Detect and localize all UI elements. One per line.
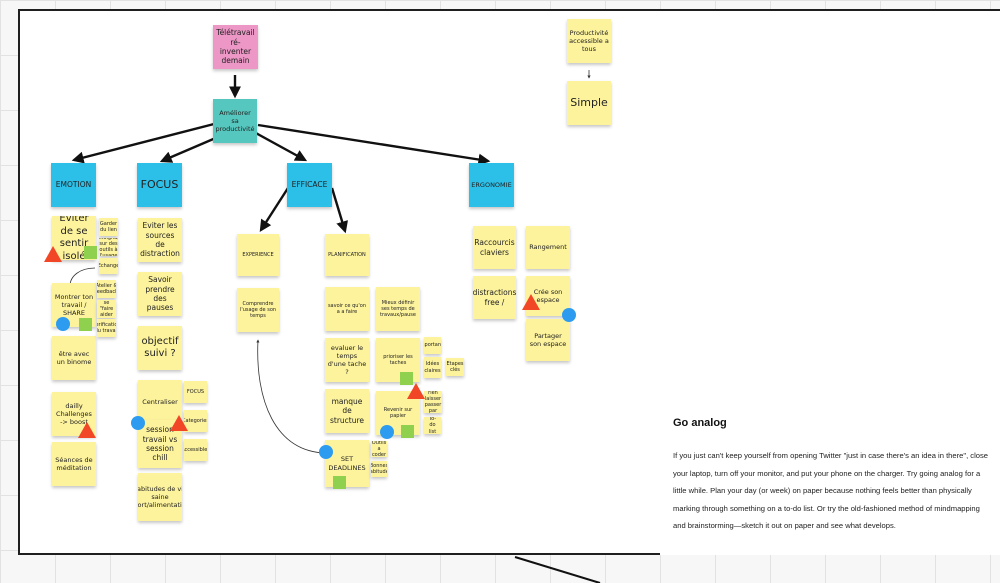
go-analog-panel: Go analog If you just can't keep yoursel…	[660, 405, 1000, 555]
planification-small-7[interactable]: Bonnes habitudes	[371, 461, 387, 477]
planification-small-5[interactable]: To-do list	[424, 417, 441, 434]
green-square-sticker[interactable]	[400, 372, 413, 385]
red-triangle-sticker[interactable]	[44, 246, 62, 262]
focus-note-6[interactable]: habitudes de vie saine (sport/alimentati…	[138, 473, 182, 521]
planification-note-5[interactable]: Mieux définir ses temps de travaux/pause	[376, 287, 420, 331]
planification-note-1[interactable]: savoir ce qu'on a a faire	[325, 287, 369, 331]
ergonomie-note-3[interactable]: Rangement	[526, 226, 570, 269]
blue-dot-sticker[interactable]	[56, 317, 70, 331]
blue-dot-sticker[interactable]	[380, 425, 394, 439]
red-triangle-sticker[interactable]	[407, 383, 425, 399]
ergonomie-note-1[interactable]: Raccourcis claviers	[473, 226, 516, 269]
planification-small-3[interactable]: Etapes clés	[446, 358, 464, 376]
focus-note-3[interactable]: objectif suivi ?	[138, 326, 182, 370]
top-right-note-2[interactable]: Simple	[567, 81, 611, 125]
red-triangle-sticker[interactable]	[78, 422, 96, 438]
category-emotion[interactable]: EMOTION	[51, 163, 96, 207]
green-square-sticker[interactable]	[333, 476, 346, 489]
category-ergonomie[interactable]: ERGONOMIE	[469, 163, 514, 207]
planification-note-6[interactable]: prioriser les taches	[376, 338, 420, 382]
green-square-sticker[interactable]	[84, 246, 97, 259]
category-focus[interactable]: FOCUS	[137, 163, 182, 207]
planification-small-2[interactable]: Idées claires	[424, 357, 441, 378]
center-note[interactable]: Améliorer sa productivité	[213, 99, 257, 143]
planification-note-2[interactable]: evaluer le temps d'une tache ?	[325, 338, 369, 382]
emotion-small-1[interactable]: Garder du lien	[99, 218, 118, 236]
emotion-small-4[interactable]: Atelier & feedback	[97, 280, 116, 298]
green-square-sticker[interactable]	[79, 318, 92, 331]
emotion-small-6[interactable]: Verification du travail	[97, 319, 116, 337]
go-analog-title: Go analog	[673, 417, 727, 429]
planification-note-3[interactable]: manque de structure	[325, 389, 369, 433]
emotion-note-5[interactable]: Séances de méditation	[52, 442, 96, 486]
blue-dot-sticker[interactable]	[562, 308, 576, 322]
category-efficace[interactable]: EFFICACE	[287, 163, 332, 207]
planification-small-4[interactable]: Ne rien laisser passer par écrit	[424, 391, 442, 413]
planification-note[interactable]: PLANIFICATION	[325, 234, 369, 276]
connector-offscreen	[514, 556, 601, 583]
emotion-small-2[interactable]: témoignage sur des outils à l'usage	[99, 238, 118, 256]
blue-dot-sticker[interactable]	[319, 445, 333, 459]
red-triangle-sticker[interactable]	[170, 415, 188, 431]
focus-note-1[interactable]: Eviter les sources de distraction	[138, 218, 182, 262]
planification-small-6[interactable]: Outils a coder	[371, 441, 387, 457]
top-right-note-1[interactable]: Productivité accessible a tous	[567, 19, 611, 63]
planification-note-4[interactable]: SET DEADLINES	[325, 440, 369, 487]
focus-small-2[interactable]: Categories	[184, 410, 207, 432]
emotion-small-3[interactable]: Echange	[99, 258, 118, 274]
ergonomie-note-2[interactable]: distractions free /	[473, 276, 516, 319]
title-note[interactable]: Télétravail ré-inventer demain	[213, 25, 258, 69]
planification-small-1[interactable]: Importance	[424, 337, 441, 354]
blue-dot-sticker[interactable]	[131, 416, 145, 430]
focus-note-2[interactable]: Savoir prendre des pauses	[138, 272, 182, 316]
focus-small-3[interactable]: Accessibles	[184, 439, 207, 461]
emotion-small-5[interactable]: se "faire aider	[97, 300, 116, 318]
go-analog-body: If you just can't keep yourself from ope…	[673, 451, 989, 530]
focus-small-1[interactable]: FOCUS	[184, 381, 207, 403]
experience-note[interactable]: EXPERIENCE	[237, 234, 279, 276]
ergonomie-note-5[interactable]: Partager son espace	[526, 319, 570, 361]
green-square-sticker[interactable]	[401, 425, 414, 438]
emotion-note-3[interactable]: être avec un binome	[52, 336, 96, 380]
experience-detail-note[interactable]: Comprendre l'usage de son temps	[237, 288, 279, 332]
red-triangle-sticker[interactable]	[522, 294, 540, 310]
